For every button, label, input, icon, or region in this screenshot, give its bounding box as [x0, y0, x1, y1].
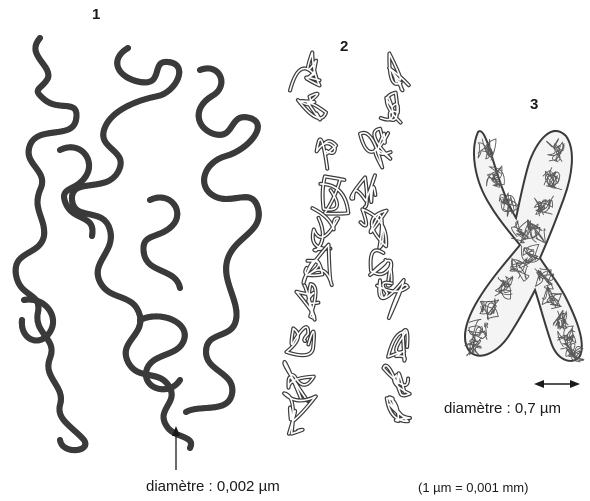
- stage-1-number: 1: [92, 6, 100, 23]
- stage-1-diameter-label: diamètre : 0,002 µm: [146, 478, 280, 495]
- stage-3-chromosome: [465, 131, 584, 362]
- stage-1-dna-fiber: [16, 38, 259, 450]
- stage-2-condensed-chromosome: [284, 52, 410, 433]
- stage-3-diameter-arrow: [534, 380, 580, 388]
- unit-conversion-note: (1 µm = 0,001 mm): [418, 480, 528, 495]
- stage-2-number: 2: [340, 38, 348, 55]
- stage-3-diameter-label: diamètre : 0,7 µm: [444, 400, 561, 417]
- stage-3-number: 3: [530, 96, 538, 113]
